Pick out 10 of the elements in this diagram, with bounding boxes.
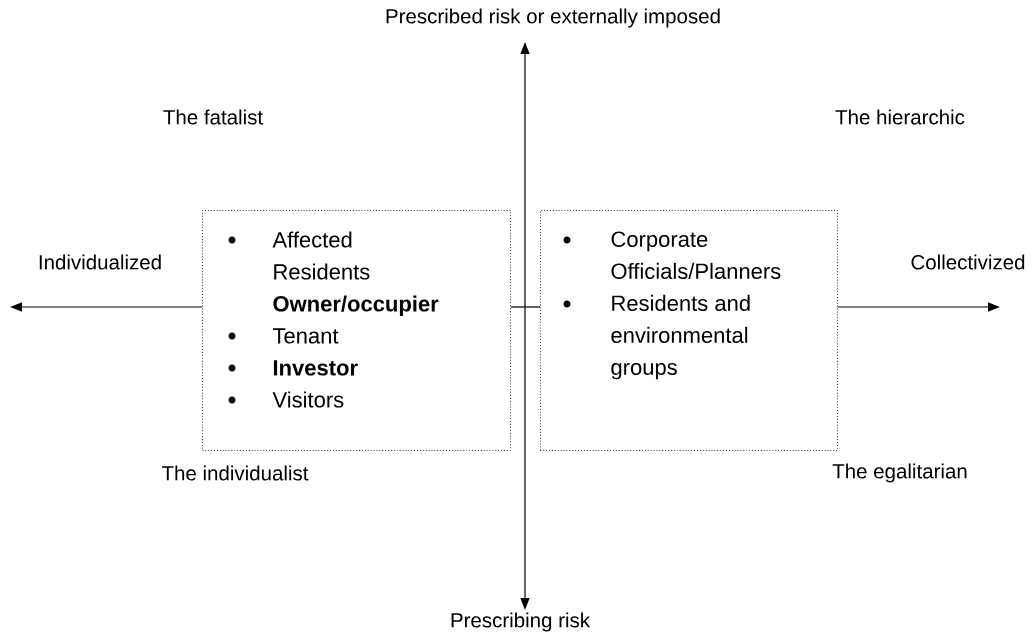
list-box: Affected Residents Owner/occupier Tenant Investor Visitors [202,210,511,451]
axis-label: Prescribing risk [451,612,591,632]
axis-label: Individualized [39,254,161,270]
axis-label: Prescribed risk or externally imposed [386,8,720,28]
axis-label: Collectivized [911,254,1025,270]
axis-label: The hierarchic [835,109,965,125]
axis-label: The egalitarian [832,463,967,483]
axis-label: The individualist [161,465,309,481]
axis-label: The fatalist [163,109,263,125]
list-box: Corporate Officials/Planners Residents and environmental groups [540,210,838,451]
